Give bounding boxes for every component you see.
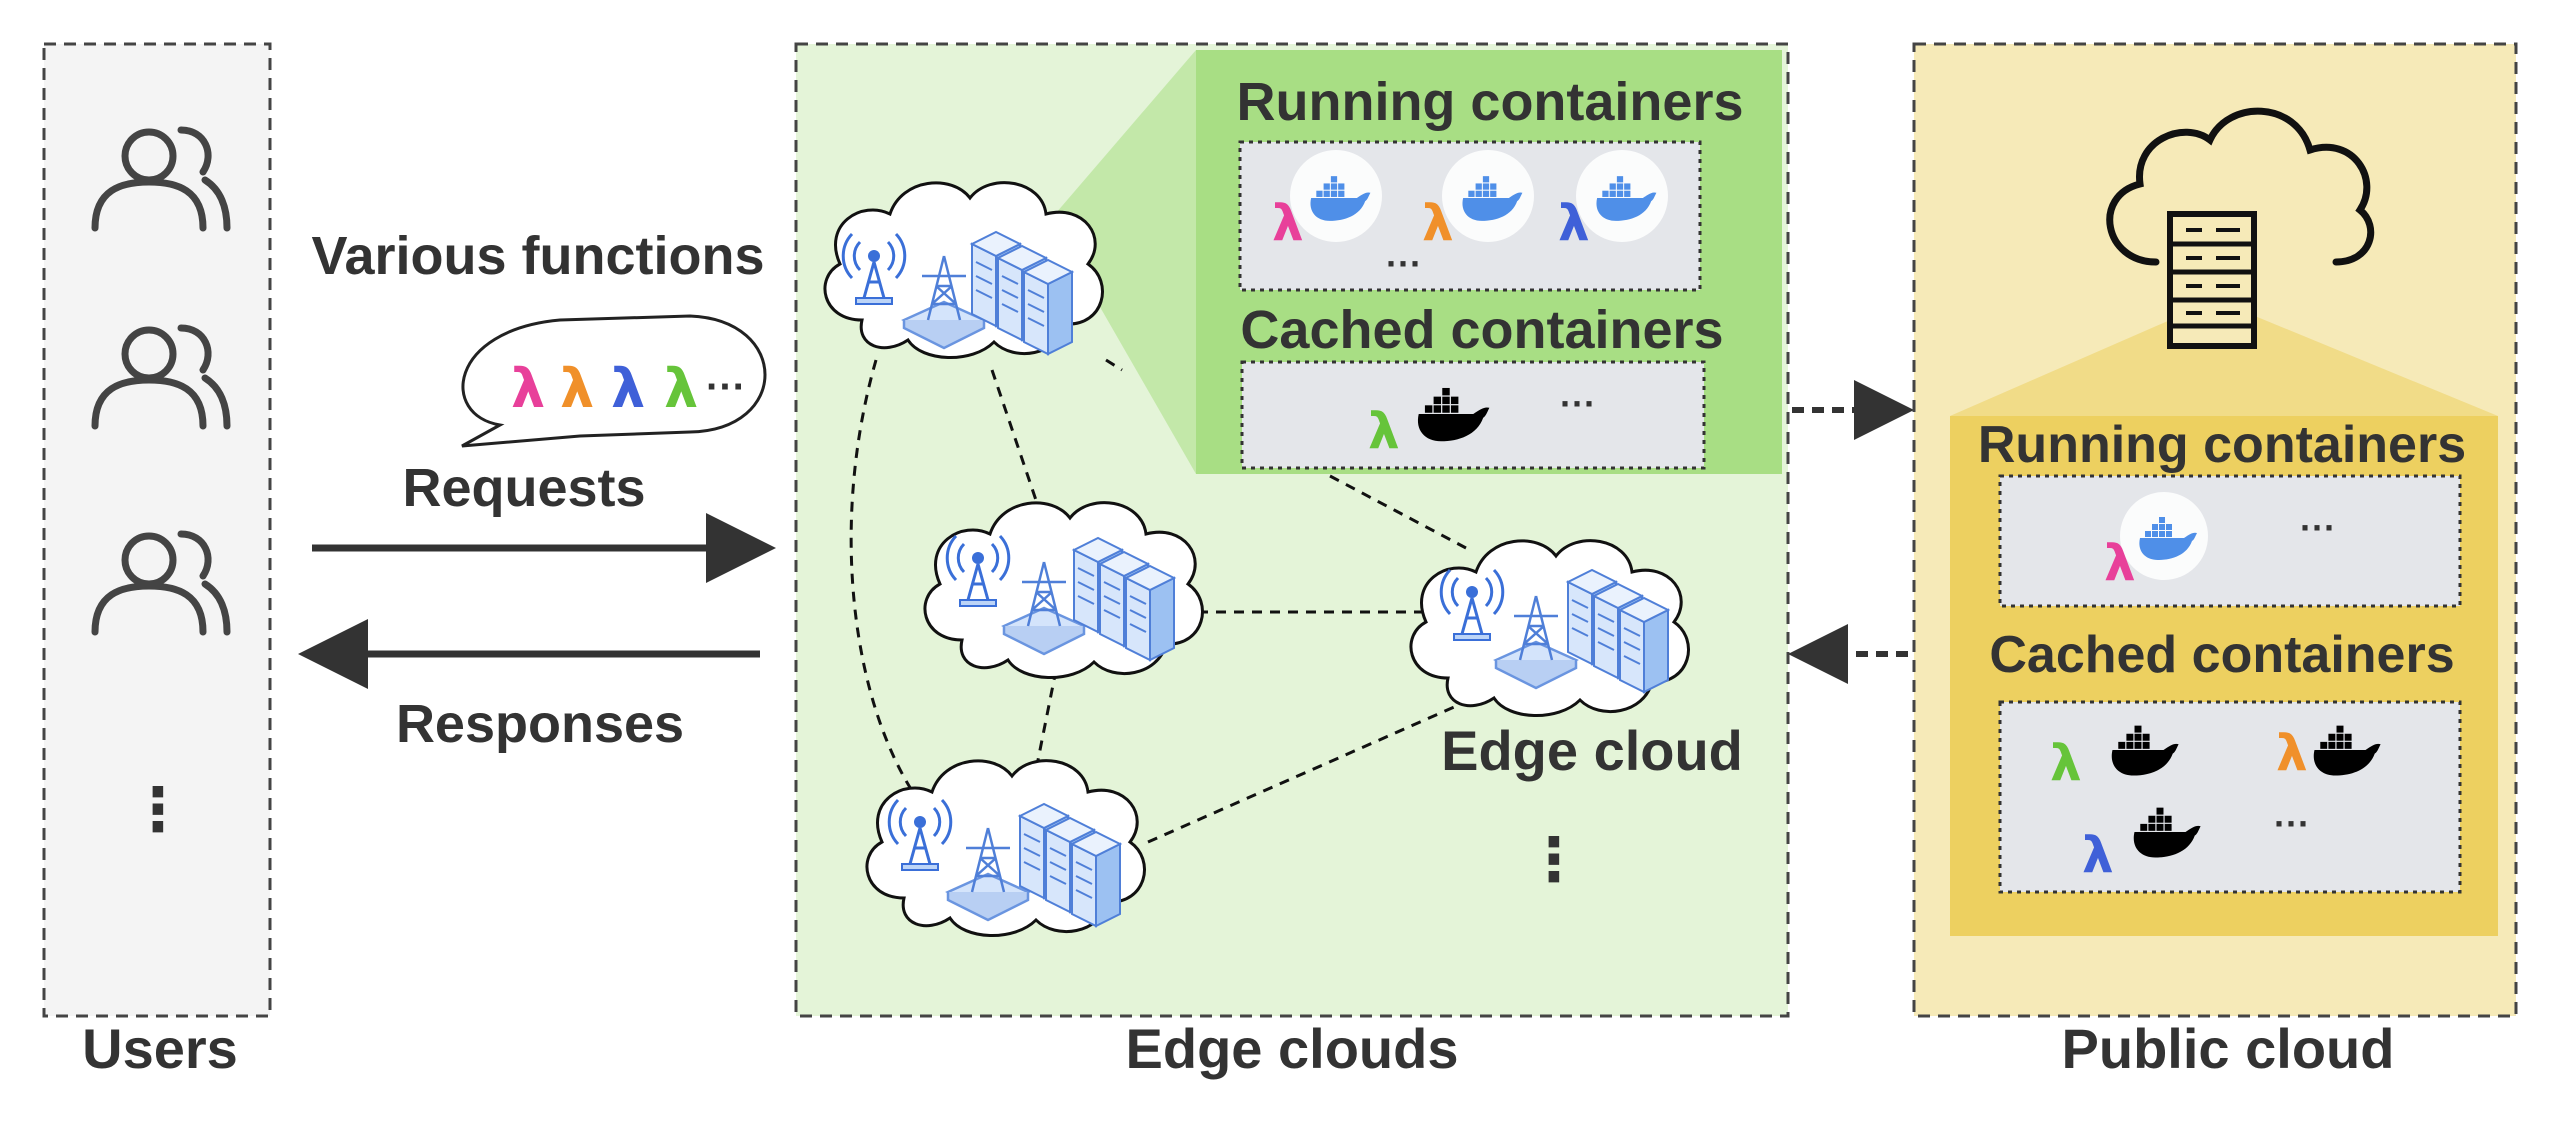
functions-ellipsis: ··· [706,365,746,409]
lambda-blue: λ [2082,826,2114,884]
lambda-green: λ [2050,734,2082,792]
lambda-orange: λ [560,357,594,420]
lambda-pink: λ [1272,194,1304,252]
requests-label: Requests [402,458,645,518]
edge-cached-ellipsis: ··· [1560,383,1596,424]
edge-cloud-label: Edge cloud [1441,719,1743,782]
public-cached-containers-label: Cached containers [1989,626,2454,684]
lambda-orange: λ [1422,194,1454,252]
edge-network-links [849,358,1471,844]
public-running-containers-label: Running containers [1978,416,2466,474]
lambda-pink: λ [2104,534,2136,592]
lambda-blue: λ [1558,194,1590,252]
edge-cached-containers-label: Cached containers [1240,300,1723,360]
various-functions-label: Various functions [311,226,764,286]
public-cached-ellipsis: ··· [2274,803,2310,844]
function-speech-bubble [461,314,767,448]
users-panel [42,42,272,1018]
edge-clouds-label: Edge clouds [1126,1017,1459,1080]
docker-container-running [1442,150,1534,242]
responses-label: Responses [396,694,684,754]
docker-container-running [2120,492,2208,580]
public-running-ellipsis: ··· [2300,507,2336,548]
docker-container-running [1576,150,1668,242]
docker-container-running [1290,150,1382,242]
cloud-server-icon [2106,107,2375,349]
edge-more-ellipsis: ⋮ [1524,826,1584,893]
public-cached-containers-box [1998,700,2462,894]
edge-running-containers-label: Running containers [1236,72,1743,132]
lambda-green: λ [1368,402,1400,460]
lambda-pink: λ [511,357,545,420]
users-label: Users [82,1017,238,1080]
public-cloud-label: Public cloud [2062,1017,2395,1080]
users-more-ellipsis: ⋮ [128,776,188,843]
lambda-green: λ [664,357,698,420]
public-running-containers-box [1998,474,2462,608]
lambda-blue: λ [611,357,645,420]
edge-running-ellipsis: ··· [1386,243,1422,284]
lambda-orange: λ [2276,724,2308,782]
